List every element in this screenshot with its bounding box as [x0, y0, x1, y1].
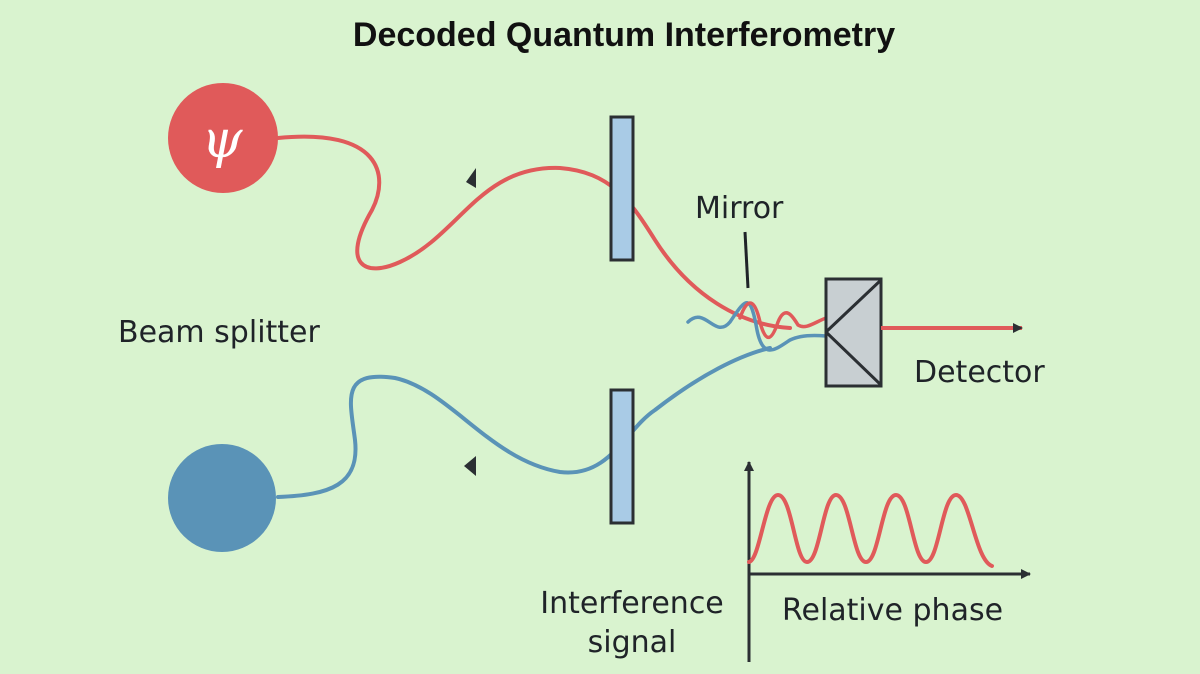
- blue-beam-path: [276, 346, 772, 499]
- red-interference-wave: [738, 301, 828, 340]
- detector-box-icon: [824, 277, 883, 388]
- interference-signal-label-line1: Interference: [540, 586, 724, 621]
- beam-splitter-label: Beam splitter: [118, 315, 321, 350]
- mirror-pointer-line: [743, 231, 750, 289]
- blue-interference-wave: [686, 301, 828, 352]
- psi-source: ψ: [168, 83, 278, 193]
- relative-phase-label: Relative phase: [782, 593, 1003, 628]
- psi-state-circle: [168, 83, 278, 193]
- interference-signal-plot: [744, 461, 1031, 662]
- blue-state-circle: [168, 444, 276, 552]
- bottom-beam-splitter-plate: [609, 388, 635, 525]
- top-beam-direction-arrow: [466, 168, 476, 188]
- top-beam-splitter-plate: [609, 115, 635, 262]
- mirror-label: Mirror: [695, 191, 784, 226]
- interference-signal-curve: [747, 492, 994, 568]
- psi-symbol: ψ: [202, 110, 244, 170]
- page-title: Decoded Quantum Interferometry: [353, 16, 895, 54]
- detector-label: Detector: [914, 355, 1045, 390]
- bottom-beam-direction-arrow: [464, 456, 476, 476]
- interference-signal-label-line2: signal: [588, 625, 677, 660]
- red-beam-path: [276, 134, 792, 330]
